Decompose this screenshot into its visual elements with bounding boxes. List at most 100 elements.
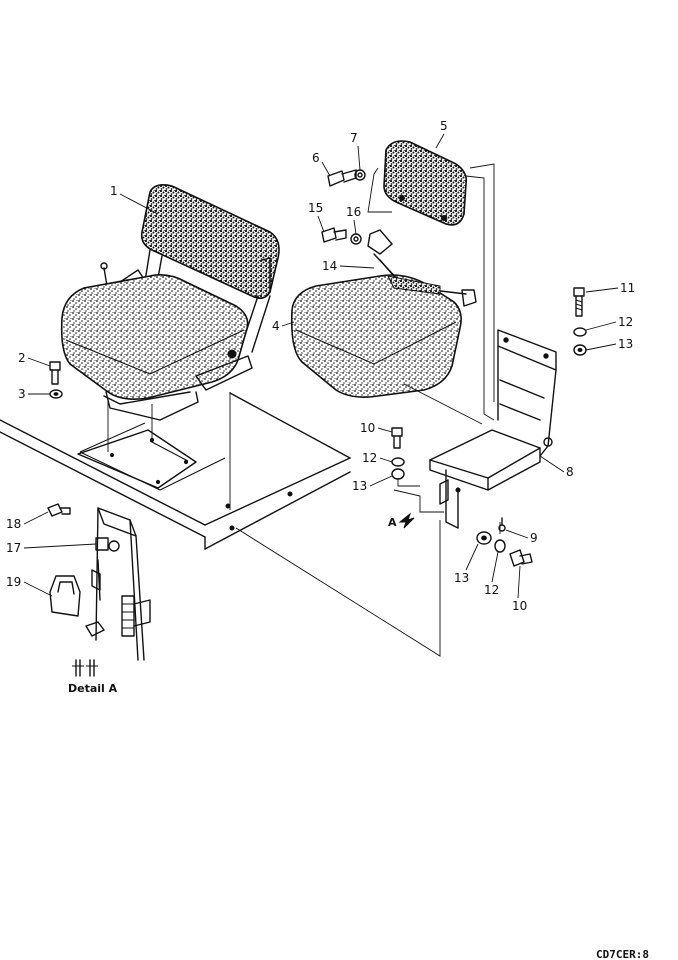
callout-number: 10	[512, 599, 527, 613]
hinge	[121, 595, 151, 637]
bolt-10-upper	[391, 427, 403, 449]
callout-number: 3	[18, 387, 26, 401]
callout-13-lower: 13	[454, 543, 479, 585]
callout-4: 4	[272, 319, 295, 333]
nut-13-upper	[573, 344, 587, 356]
bolt-11	[573, 287, 585, 317]
callout-9: 9	[505, 529, 538, 545]
callout-number: 1	[110, 184, 118, 198]
callout-number: 16	[346, 205, 361, 219]
callout-number: 2	[18, 351, 26, 365]
seat-assembly-left	[60, 184, 280, 421]
callout-number: 12	[362, 451, 377, 465]
callout-number: 18	[6, 517, 21, 531]
callout-number: 15	[308, 201, 323, 215]
callout-number: 8	[566, 465, 574, 479]
callout-number: 13	[618, 337, 633, 351]
callout-number: 12	[484, 583, 499, 597]
leader-line	[353, 219, 357, 235]
callout-8: 8	[539, 455, 574, 479]
view-arrow-a: A	[388, 512, 415, 529]
callout-14: 14	[322, 259, 375, 273]
bolt-15	[321, 227, 347, 243]
callouts: 1 2 3 4 5 6 7 8 9 10 10 11 12 12 12 13 1…	[6, 119, 635, 613]
callout-15: 15	[308, 201, 325, 233]
leader-line	[465, 543, 479, 571]
leader-line	[27, 357, 51, 367]
leader-line	[491, 551, 499, 583]
washer-12-upper	[573, 327, 587, 337]
leader-line	[23, 543, 97, 549]
callout-number: 6	[312, 151, 320, 165]
callout-number: 11	[620, 281, 635, 295]
callout-number: 9	[530, 531, 538, 545]
callout-12-upper: 12	[585, 315, 633, 331]
leader-line	[339, 265, 375, 269]
leader-line	[317, 215, 325, 233]
leader-line	[585, 343, 617, 351]
seat-mount-plate	[77, 429, 197, 489]
dimension-marks	[72, 659, 98, 677]
washer-12-mid	[391, 457, 405, 467]
callout-number: 19	[6, 575, 21, 589]
leader-line	[23, 581, 53, 597]
screw-9	[498, 517, 506, 532]
bolt-18	[47, 503, 71, 517]
washer-12-lower	[494, 539, 506, 553]
callout-number: 14	[322, 259, 337, 273]
callout-13-upper: 13	[585, 337, 633, 351]
callout-number: 12	[618, 315, 633, 329]
callout-3: 3	[18, 387, 50, 401]
leader-line	[119, 193, 159, 215]
assembly-lines	[107, 163, 501, 657]
callout-5: 5	[435, 119, 448, 149]
callout-1: 1	[110, 184, 159, 215]
leader-line	[23, 511, 49, 525]
callout-number: 13	[454, 571, 469, 585]
nut-16	[350, 233, 362, 245]
seat-belt	[367, 229, 477, 307]
left-cushion	[60, 274, 249, 400]
callout-10-lower: 10	[512, 565, 527, 613]
leader-line	[505, 529, 529, 539]
backrest-pad-right	[383, 140, 468, 226]
callout-18: 18	[6, 511, 49, 531]
leader-line	[379, 457, 393, 463]
callout-13-mid: 13	[352, 475, 393, 493]
washer-3	[49, 389, 63, 399]
leader-line	[539, 455, 565, 473]
catch-19	[49, 575, 81, 617]
detail-a-caption: Detail A	[68, 682, 118, 695]
callout-number: 4	[272, 319, 280, 333]
callout-19: 19	[6, 575, 53, 597]
nut-13-mid	[391, 468, 405, 480]
bolt-2	[49, 361, 61, 385]
callout-10-upper: 10	[360, 421, 393, 435]
callout-16: 16	[346, 205, 361, 235]
leader-line	[585, 321, 617, 331]
callout-number: 7	[350, 131, 358, 145]
callout-number: 17	[6, 541, 21, 555]
svg-text:A: A	[388, 516, 397, 529]
leader-line	[377, 427, 393, 433]
callout-6: 6	[312, 151, 331, 177]
callout-2: 2	[18, 351, 51, 367]
leader-line	[369, 475, 393, 487]
callout-number: 13	[352, 479, 367, 493]
leader-line	[435, 133, 445, 149]
leader-line	[357, 145, 361, 171]
callout-7: 7	[350, 131, 361, 171]
callout-12-lower: 12	[484, 551, 499, 597]
seat-cushion-right	[290, 274, 462, 398]
callout-11: 11	[585, 281, 635, 295]
callout-12-mid: 12	[362, 451, 393, 465]
leader-line	[585, 287, 619, 293]
leader-line	[281, 321, 295, 327]
bolt-6	[327, 169, 357, 187]
callout-17: 17	[6, 541, 97, 555]
stopper	[85, 621, 105, 637]
leader-line	[321, 161, 331, 177]
bolt-10-lower	[509, 549, 533, 567]
callout-number: 10	[360, 421, 375, 435]
